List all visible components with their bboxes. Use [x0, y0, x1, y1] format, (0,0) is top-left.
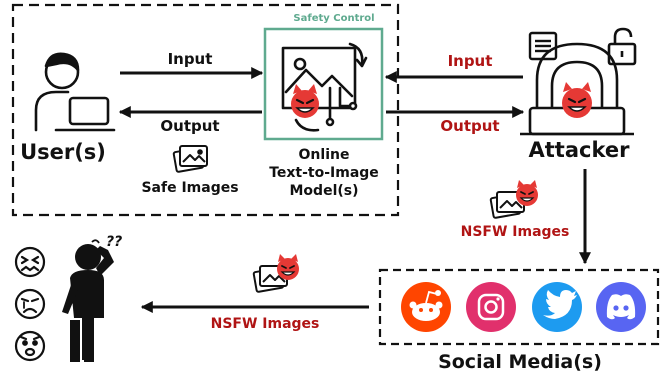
social-media-box [378, 268, 660, 346]
user-region-box [11, 3, 400, 217]
confusion-squiggle [91, 239, 100, 244]
attacker-input-label: Input [447, 52, 493, 70]
safety-control-box [263, 27, 384, 141]
model-label-line1: Online [298, 147, 350, 163]
attacker-label: Attacker [528, 138, 630, 162]
devil-icon [291, 84, 319, 118]
safe-images-icon [172, 145, 208, 173]
crying-face-icon [14, 288, 46, 320]
model-label-line3: Model(s) [289, 183, 359, 199]
question-marks: ?? [106, 234, 122, 250]
user-output-label: Output [160, 117, 220, 135]
attacker-output-label: Output [440, 117, 500, 135]
social-media-label: Social Media(s) [438, 351, 602, 373]
attacker-devil-icon [562, 82, 592, 118]
safe-images-label: Safe Images [141, 180, 239, 196]
confounded-face-icon [14, 246, 46, 278]
user-icon [34, 52, 116, 132]
confused-person-icon [62, 244, 114, 362]
twitter-icon [532, 282, 582, 332]
nsfw-images-bottom-icon [252, 254, 299, 293]
instagram-icon [466, 282, 516, 332]
reddit-icon [401, 282, 451, 332]
model-label-line2: Text-to-Image [269, 165, 379, 181]
nsfw-images-icon [489, 180, 538, 219]
nsfw-images-right-label: NSFW Images [460, 224, 570, 240]
anxious-face-icon [14, 330, 46, 362]
discord-icon [596, 282, 646, 332]
user-label: User(s) [20, 140, 106, 164]
document-icon [528, 31, 558, 61]
hacker-icon [520, 42, 634, 136]
user-input-label: Input [167, 50, 213, 68]
image-generator-icon [281, 42, 368, 132]
safety-control-label: Safety Control [293, 13, 375, 24]
nsfw-images-bottom-label: NSFW Images [210, 316, 320, 332]
